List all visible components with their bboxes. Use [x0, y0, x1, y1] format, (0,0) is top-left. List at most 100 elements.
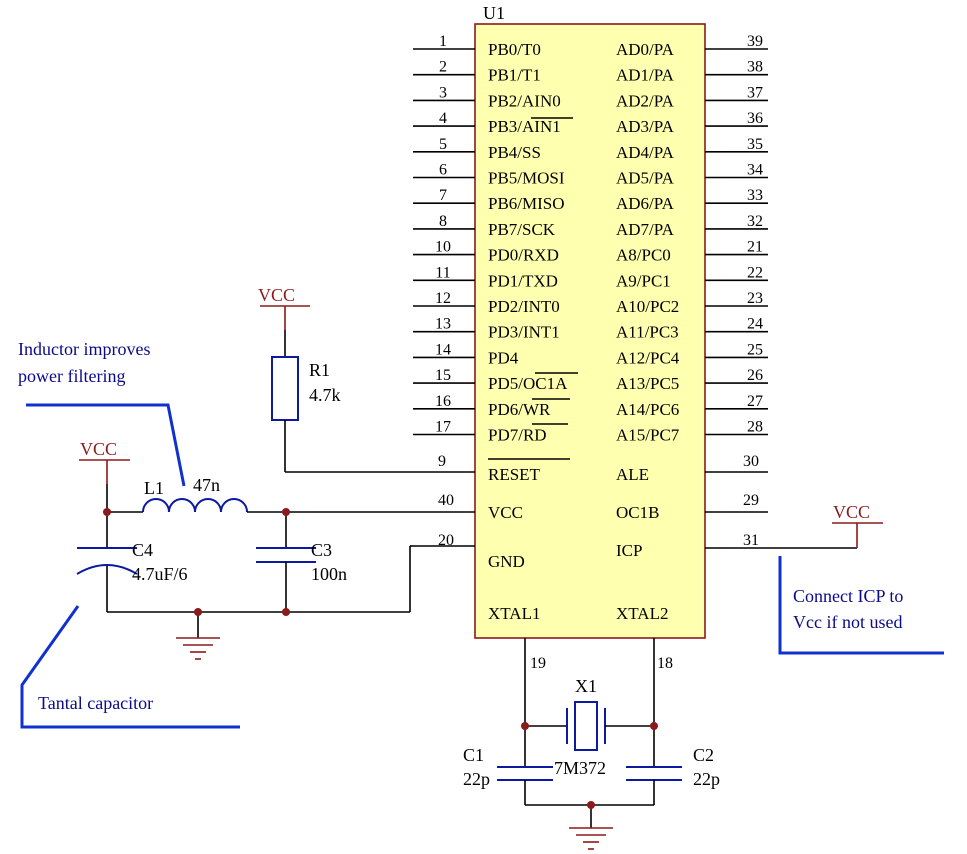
c1-ref: C1 [463, 745, 484, 765]
pin-name-icp: ICP [616, 541, 642, 560]
pin-name: PD1/TXD [488, 271, 558, 290]
annotation-inductor-line2: power filtering [18, 366, 125, 386]
junction-dot [103, 508, 111, 516]
c3-value: 100n [311, 564, 347, 584]
pin-number: 8 [439, 213, 447, 230]
pin-name-xtal2: XTAL2 [616, 604, 668, 623]
pin-num-vcc: 40 [438, 492, 454, 509]
pin-number: 32 [747, 213, 763, 230]
pin-number: 10 [435, 239, 451, 256]
pin-number: 6 [439, 162, 447, 179]
u1-designator: U1 [483, 3, 505, 23]
inductor-l1 [142, 498, 248, 513]
annotation-tantal: Tantal capacitor [38, 693, 153, 713]
pin-name: A10/PC2 [616, 297, 679, 316]
x1-value: 7M372 [554, 758, 606, 778]
pin-name: AD0/PA [616, 40, 675, 59]
pin-number: 28 [747, 419, 763, 436]
pin-name: PD4 [488, 348, 519, 367]
pin-number: 21 [747, 239, 763, 256]
c2-ref: C2 [693, 745, 714, 765]
annotation-icp-line1: Connect ICP to [793, 586, 903, 606]
pin-number: 13 [435, 316, 451, 333]
junction-dot [194, 608, 202, 616]
pin-number: 12 [435, 290, 451, 307]
pin-name: PB4/SS [488, 143, 541, 162]
pin-name: PD3/INT1 [488, 323, 560, 342]
pin-name-xtal1: XTAL1 [488, 604, 540, 623]
annotation-icp-pointer [778, 556, 944, 655]
pin-number: 22 [747, 264, 763, 281]
crystal-x1 [574, 701, 598, 751]
pin-name: PD7/RD [488, 426, 547, 445]
resistor-r1 [271, 356, 299, 421]
c4-ref: C4 [132, 540, 153, 560]
pin-name-reset: RESET [488, 465, 541, 484]
r1-ref: R1 [309, 360, 330, 380]
pin-num-oc1b: 29 [743, 492, 759, 509]
pin-name: A9/PC1 [616, 271, 671, 290]
pin-name: PD5/OC1A [488, 374, 568, 393]
pin-name: PD2/INT0 [488, 297, 560, 316]
pin-name: AD5/PA [616, 169, 675, 188]
pin-number: 33 [747, 187, 763, 204]
l1-ref: L1 [144, 478, 164, 498]
pin-number: 34 [747, 162, 763, 179]
pin-name: PD6/WR [488, 400, 551, 419]
pin-name: AD6/PA [616, 194, 675, 213]
annotation-tantal-pointer [20, 605, 240, 729]
junction-dot [282, 508, 290, 516]
pin-name: A14/PC6 [616, 400, 679, 419]
pin-name: PB0/T0 [488, 40, 541, 59]
pin-name-ale: ALE [616, 465, 649, 484]
ground-symbol-xtal [569, 827, 613, 850]
pin-name: PD0/RXD [488, 246, 559, 265]
pin-name: AD3/PA [616, 117, 675, 136]
junction-dot [587, 801, 595, 809]
pin-name-gnd: GND [488, 552, 525, 571]
vcc-label-l1: VCC [80, 439, 117, 459]
pin-name: A12/PC4 [616, 348, 680, 367]
pin-name: PB3/AIN1 [488, 117, 561, 136]
pin-name: AD1/PA [616, 66, 675, 85]
pin-name: AD4/PA [616, 143, 675, 162]
vcc-label-r1: VCC [258, 285, 295, 305]
pin-number: 39 [747, 33, 763, 50]
junction-dot [521, 722, 529, 730]
pin-number: 2 [439, 59, 447, 76]
pin-name: PB2/AIN0 [488, 91, 561, 110]
pin-name: PB1/T1 [488, 66, 541, 85]
c4-value: 4.7uF/6 [132, 564, 188, 584]
c4-plate-curved [76, 564, 138, 575]
u1-body [474, 23, 706, 639]
pin-number: 26 [747, 367, 763, 384]
pin-number: 35 [747, 136, 763, 153]
pin-name: AD7/PA [616, 220, 675, 239]
c2-value: 22p [693, 769, 720, 789]
pin-number: 38 [747, 59, 763, 76]
c3-ref: C3 [311, 540, 332, 560]
pin-name-oc1b: OC1B [616, 503, 659, 522]
pin-name: PB7/SCK [488, 220, 556, 239]
pin-number: 24 [747, 316, 763, 333]
pin-number: 15 [435, 367, 451, 384]
r1-value: 4.7k [309, 385, 341, 405]
l1-value: 47n [193, 475, 220, 495]
pin-name: A15/PC7 [616, 426, 680, 445]
pin-num-ale: 30 [743, 453, 759, 470]
pin-num-icp: 31 [743, 532, 759, 549]
pin-name-vcc: VCC [488, 503, 523, 522]
pin-number: 7 [439, 187, 447, 204]
pin-number: 23 [747, 290, 763, 307]
vcc-label-icp: VCC [833, 502, 870, 522]
x1-ref: X1 [575, 676, 597, 696]
pin-number: 17 [435, 419, 451, 436]
pin-num-reset: 9 [438, 453, 446, 470]
pin-number: 37 [747, 84, 763, 101]
pin-number: 16 [435, 393, 451, 410]
pin-number: 11 [435, 264, 450, 281]
pin-number: 36 [747, 110, 763, 127]
pin-number: 4 [439, 110, 447, 127]
